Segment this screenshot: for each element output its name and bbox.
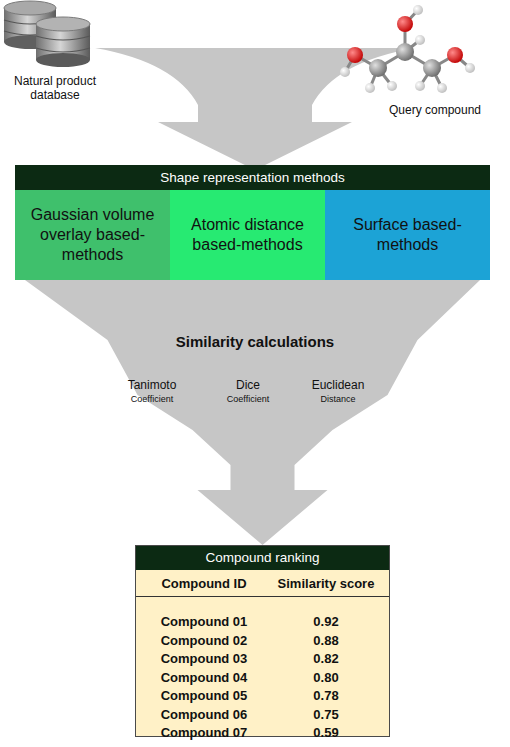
table-cell: 0.59 <box>313 725 338 741</box>
table-cell: 0.88 <box>313 633 338 649</box>
table-cell: Compound 06 <box>161 707 248 723</box>
oxygen-atom <box>347 47 363 63</box>
table-cell: Compound 02 <box>161 633 248 649</box>
database-cylinder <box>36 53 90 67</box>
table-cell: 0.92 <box>313 614 338 630</box>
molecule-model <box>340 5 475 93</box>
method-label: Surface based-methods <box>333 215 482 255</box>
method-box: Surface based-methods <box>325 190 490 280</box>
database-stripe <box>36 36 90 52</box>
table-cell: 0.80 <box>313 670 338 686</box>
hydrogen-atom <box>415 35 425 45</box>
database-cylinder <box>36 17 90 31</box>
method-box: Gaussian volume overlay based-methods <box>15 190 170 280</box>
hydrogen-atom <box>365 83 375 93</box>
table-cell: 0.78 <box>313 688 338 704</box>
method-sub: Coefficient <box>227 394 269 405</box>
hydrogen-atom <box>465 63 475 73</box>
table-cell: Compound 04 <box>161 670 248 686</box>
method-sub: Coefficient <box>131 394 173 405</box>
database-icon <box>4 1 90 67</box>
table-rule <box>136 596 389 597</box>
table-cell: Compound 07 <box>161 725 248 741</box>
section-title: Similarity calculations <box>176 333 334 351</box>
hydrogen-atom <box>437 83 447 93</box>
method-name: Euclidean <box>312 378 365 392</box>
column-header: Compound ID <box>161 576 246 592</box>
funnel-arrow <box>25 280 480 545</box>
molecule-bond <box>345 10 470 88</box>
carbon-atom <box>396 43 414 61</box>
method-box: Atomic distance based-methods <box>170 190 325 280</box>
ranking-table: Compound rankingCompound ID Similarity sc… <box>135 545 390 737</box>
column-header: Similarity score <box>278 576 375 592</box>
table-cell: Compound 05 <box>161 688 248 704</box>
hydrogen-atom <box>415 81 425 91</box>
oxygen-atom <box>397 16 413 32</box>
method-name: Dice <box>236 378 260 392</box>
header-band: Compound ranking <box>136 546 389 570</box>
hydrogen-atom <box>413 5 423 15</box>
method-name: Tanimoto <box>128 378 177 392</box>
database-cylinder <box>4 1 56 15</box>
carbon-atom <box>369 59 387 77</box>
table-cell: 0.75 <box>313 707 338 723</box>
method-label: Atomic distance based-methods <box>178 215 317 255</box>
database-caption: Natural product database <box>0 74 110 103</box>
hydrogen-atom <box>340 67 350 77</box>
table-cell: 0.82 <box>313 651 338 667</box>
query-caption: Query compound <box>389 103 481 117</box>
table-cell: Compound 03 <box>161 651 248 667</box>
hydrogen-atom <box>387 81 397 91</box>
method-sub: Distance <box>320 394 355 405</box>
header-band: Shape representation methods <box>15 165 490 190</box>
table-cell: Compound 01 <box>161 614 248 630</box>
carbon-atom <box>423 59 441 77</box>
method-label: Gaussian volume overlay based-methods <box>23 205 162 265</box>
method-panel: Shape representation methodsGaussian vol… <box>15 165 490 280</box>
oxygen-atom <box>447 47 463 63</box>
funnel-arrow <box>95 48 415 170</box>
